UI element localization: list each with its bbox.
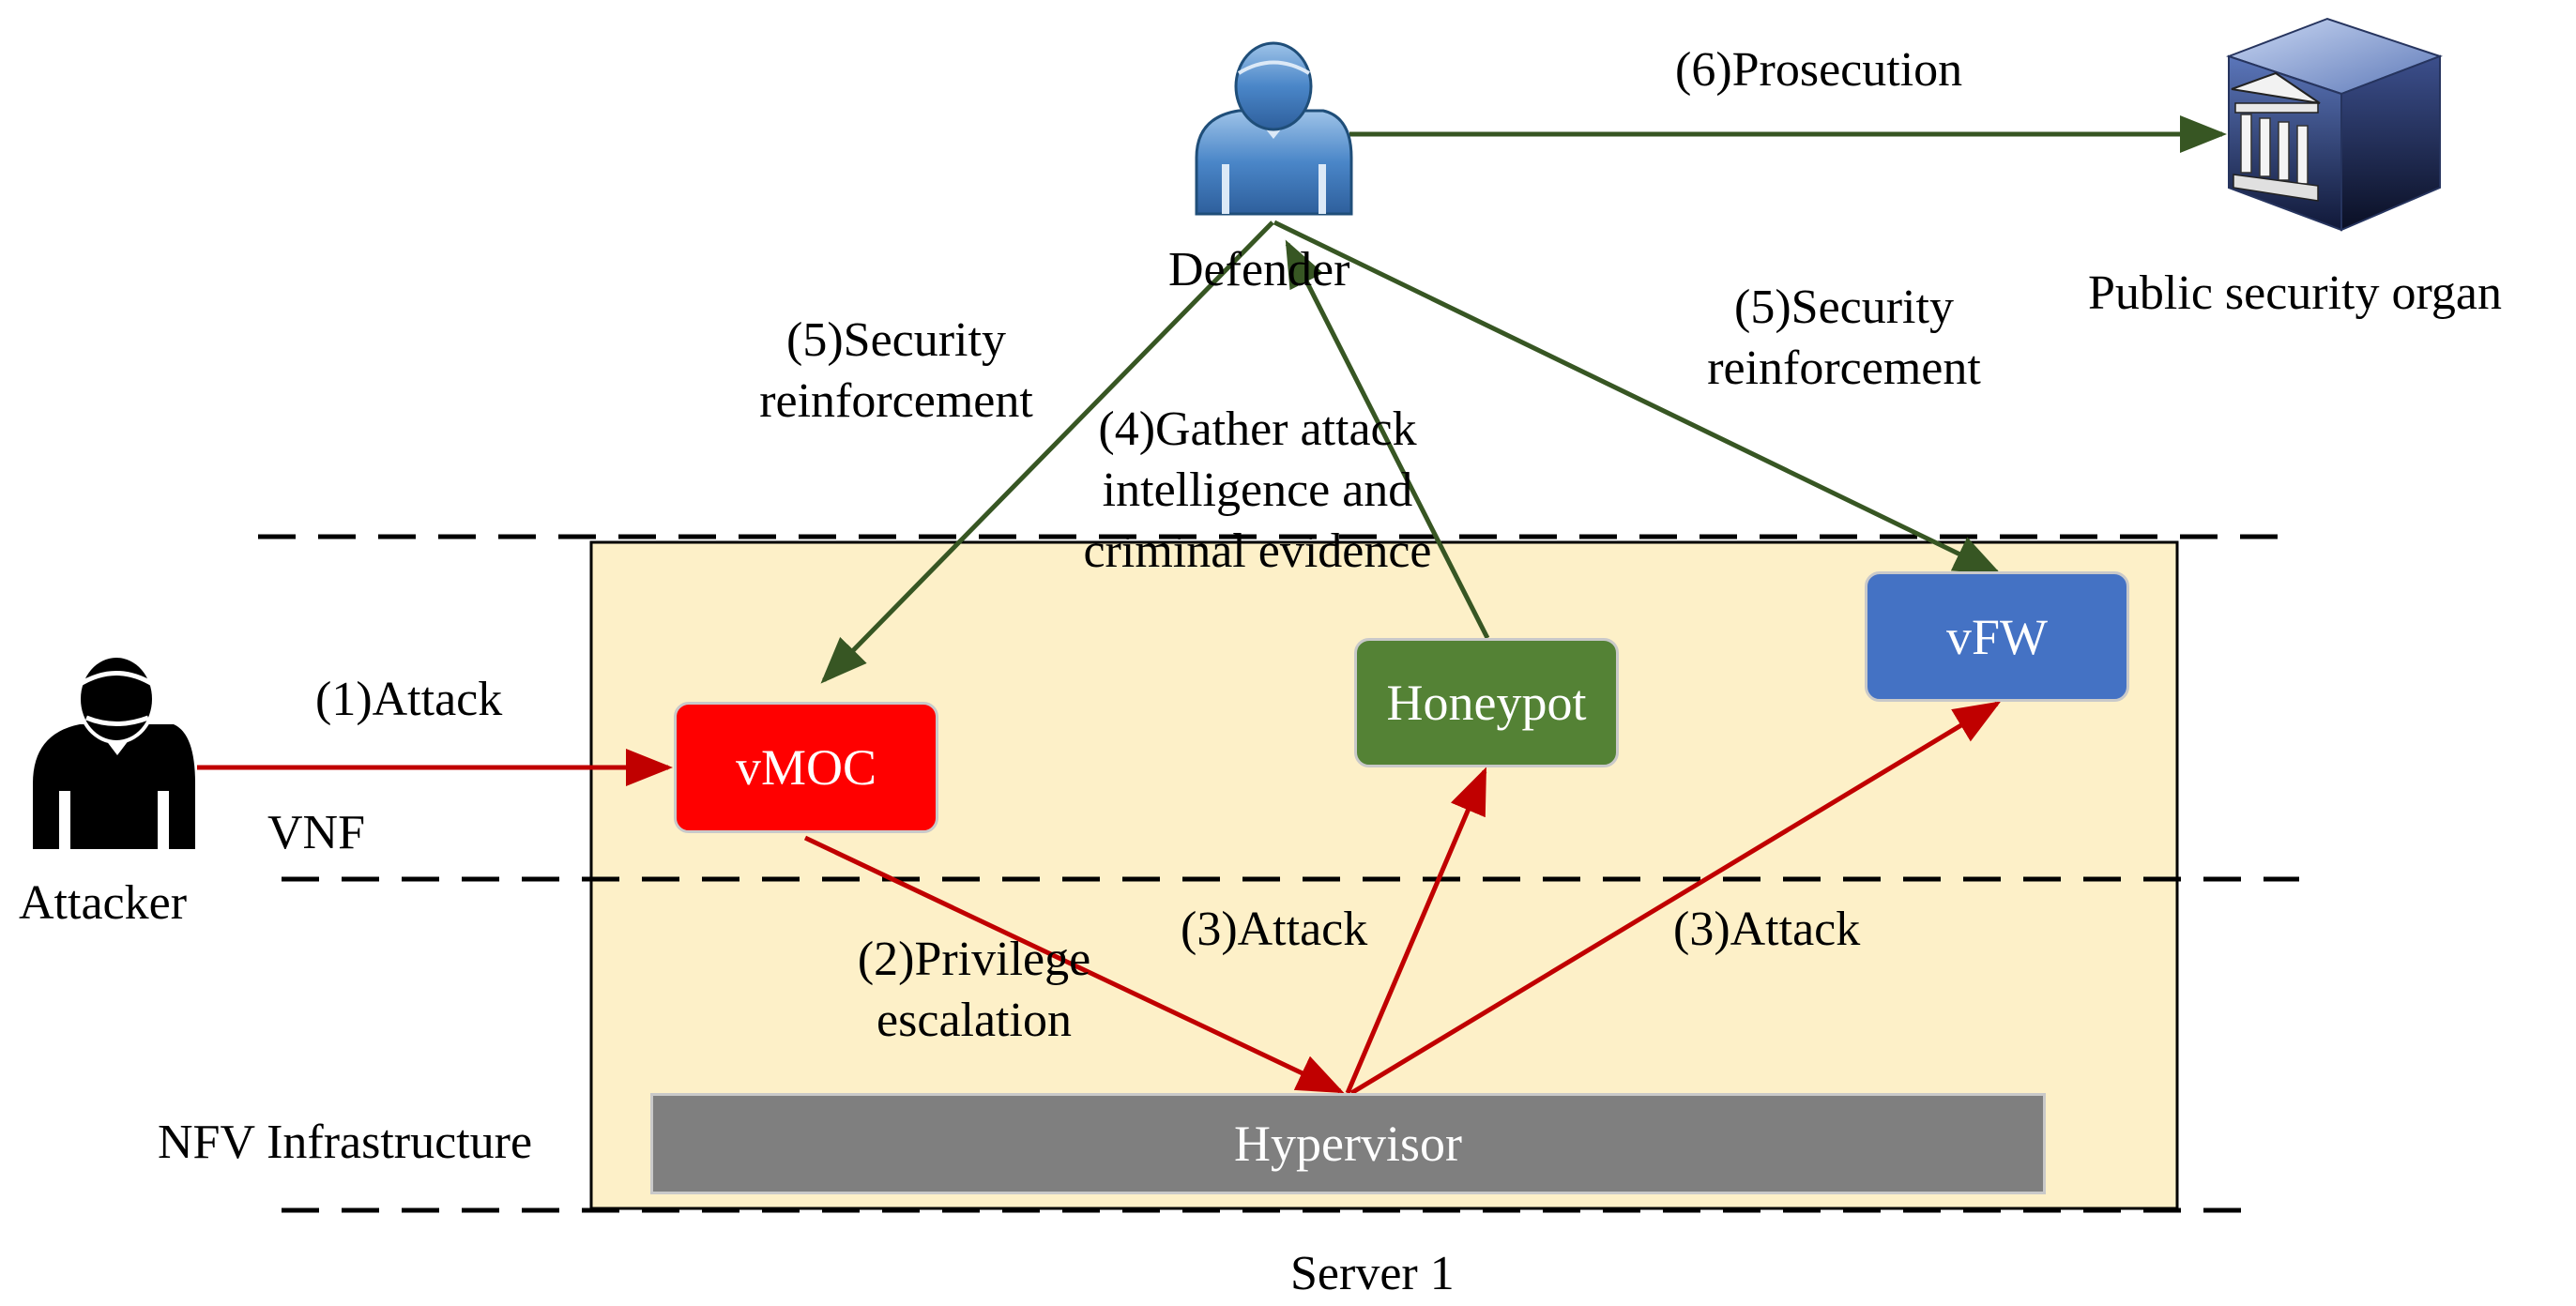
honeypot-label: Honeypot [1386,675,1587,731]
hypervisor-bar: Hypervisor [650,1093,2046,1194]
security-left-line-2: reinforcement [759,374,1033,428]
server-label: Server 1 [1290,1247,1455,1300]
security-reinforcement-left-label: (5)Security reinforcement [709,310,1084,432]
gather-evidence-line-2: intelligence and [1102,463,1413,517]
honeypot-node: Honeypot [1354,638,1619,767]
public-security-building-icon [2226,17,2443,232]
privilege-escalation-line-1: (2)Privilege [857,933,1091,986]
vmoc-node: vMOC [674,702,938,833]
vfw-node: vFW [1865,571,2129,702]
security-right-line-2: reinforcement [1707,342,1981,395]
attack-step-3-left-label: (3)Attack [1181,903,1368,956]
arrow-attack-hypervisor-to-vfw [1349,701,2002,1096]
attacker-icon [33,654,195,849]
defender-label: Defender [1168,243,1350,296]
vfw-label: vFW [1946,608,2048,665]
arrow-attack-hypervisor-to-honeypot [1345,767,1487,1094]
public-security-organ-label: Public security organ [2088,266,2502,320]
arrow-security-to-vmoc [820,220,1274,684]
arrow-security-to-vfw [1273,220,2002,575]
nfvi-layer-label: NFV Infrastructure [158,1116,533,1169]
gather-evidence-line-3: criminal evidence [1083,524,1432,578]
security-right-line-1: (5)Security [1734,281,1954,334]
attack-step-1-label: (1)Attack [315,673,503,726]
gather-evidence-label: (4)Gather attack intelligence and crimin… [1014,399,1501,582]
vnf-layer-label: VNF [267,806,366,859]
security-reinforcement-right-label: (5)Security reinforcement [1656,277,2032,399]
hypervisor-label: Hypervisor [1234,1116,1462,1172]
gather-evidence-line-1: (4)Gather attack [1098,402,1417,456]
attacker-label: Attacker [19,876,188,930]
prosecution-label: (6)Prosecution [1675,43,1963,97]
attack-step-3-right-label: (3)Attack [1673,903,1861,956]
defender-icon [1195,41,1353,216]
privilege-escalation-label: (2)Privilege escalation [777,929,1171,1051]
privilege-escalation-line-2: escalation [876,994,1072,1047]
vmoc-label: vMOC [735,739,877,796]
arrow-privilege-escalation [803,835,1345,1094]
arrow-gather-evidence [1285,239,1490,640]
security-left-line-1: (5)Security [786,313,1006,367]
